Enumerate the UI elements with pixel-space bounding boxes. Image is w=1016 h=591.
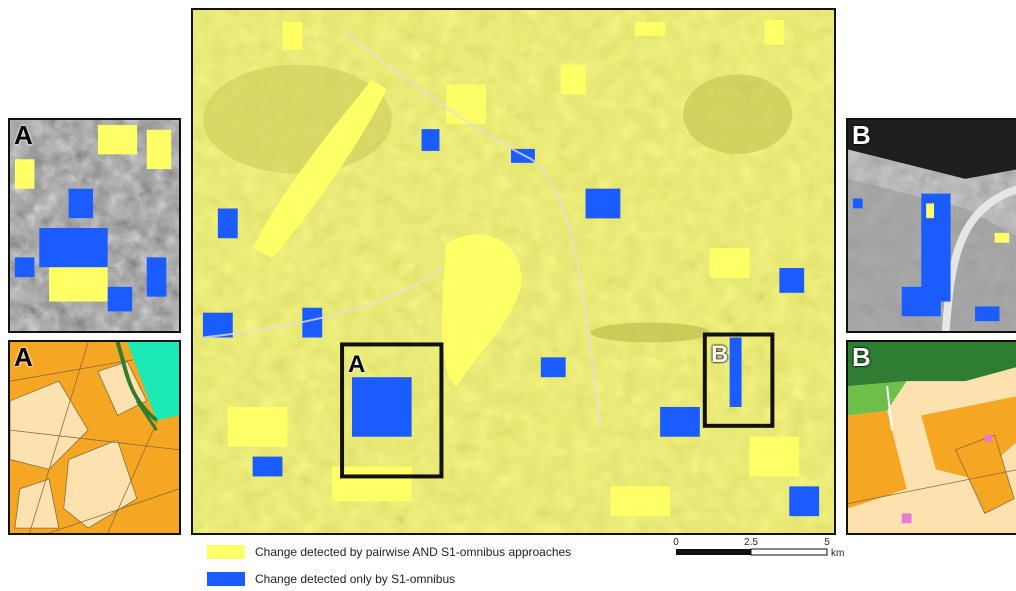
- main-change-map: A B: [191, 8, 836, 535]
- inset-b-landuse-canvas: [848, 342, 1016, 533]
- scale-tick-5: 5: [824, 537, 830, 548]
- legend-item-omnibus-only: Change detected only by S1-omnibus: [207, 572, 455, 586]
- inset-a-satellite: A: [8, 118, 181, 333]
- scale-bar-canvas: 0 2.5 5 km: [673, 537, 844, 559]
- inset-a-satellite-canvas: [10, 120, 179, 331]
- scale-unit: km: [831, 548, 844, 559]
- inset-label-a-top: A: [14, 120, 33, 150]
- box-label-a: A: [348, 351, 366, 378]
- main-map-canvas: [193, 10, 834, 533]
- scale-tick-0: 0: [673, 537, 679, 548]
- scale-segment-light: [750, 548, 828, 556]
- scale-segment-dark: [676, 549, 751, 555]
- inset-label-b-bottom: B: [852, 342, 871, 372]
- inset-b-satellite: B: [846, 118, 1016, 333]
- inset-label-b-top: B: [852, 120, 871, 150]
- highlight-box-b: [702, 332, 775, 428]
- legend-swatch-blue: [207, 572, 245, 586]
- inset-label-a-bottom: A: [14, 342, 33, 372]
- inset-b-satellite-canvas: [848, 120, 1016, 331]
- legend-swatch-yellow: [207, 545, 245, 559]
- inset-a-landuse-canvas: [10, 342, 179, 533]
- inset-b-landuse: B: [846, 340, 1016, 535]
- scale-bar: 0 2.5 5 km: [672, 536, 844, 566]
- legend-item-both: Change detected by pairwise AND S1-omnib…: [207, 545, 571, 559]
- highlight-box-a: [340, 342, 444, 479]
- legend-label-both: Change detected by pairwise AND S1-omnib…: [255, 545, 572, 559]
- legend-label-omnibus-only: Change detected only by S1-omnibus: [255, 572, 456, 586]
- box-label-b: B: [711, 341, 729, 368]
- scale-tick-2-5: 2.5: [744, 537, 758, 548]
- inset-a-landuse: A: [8, 340, 181, 535]
